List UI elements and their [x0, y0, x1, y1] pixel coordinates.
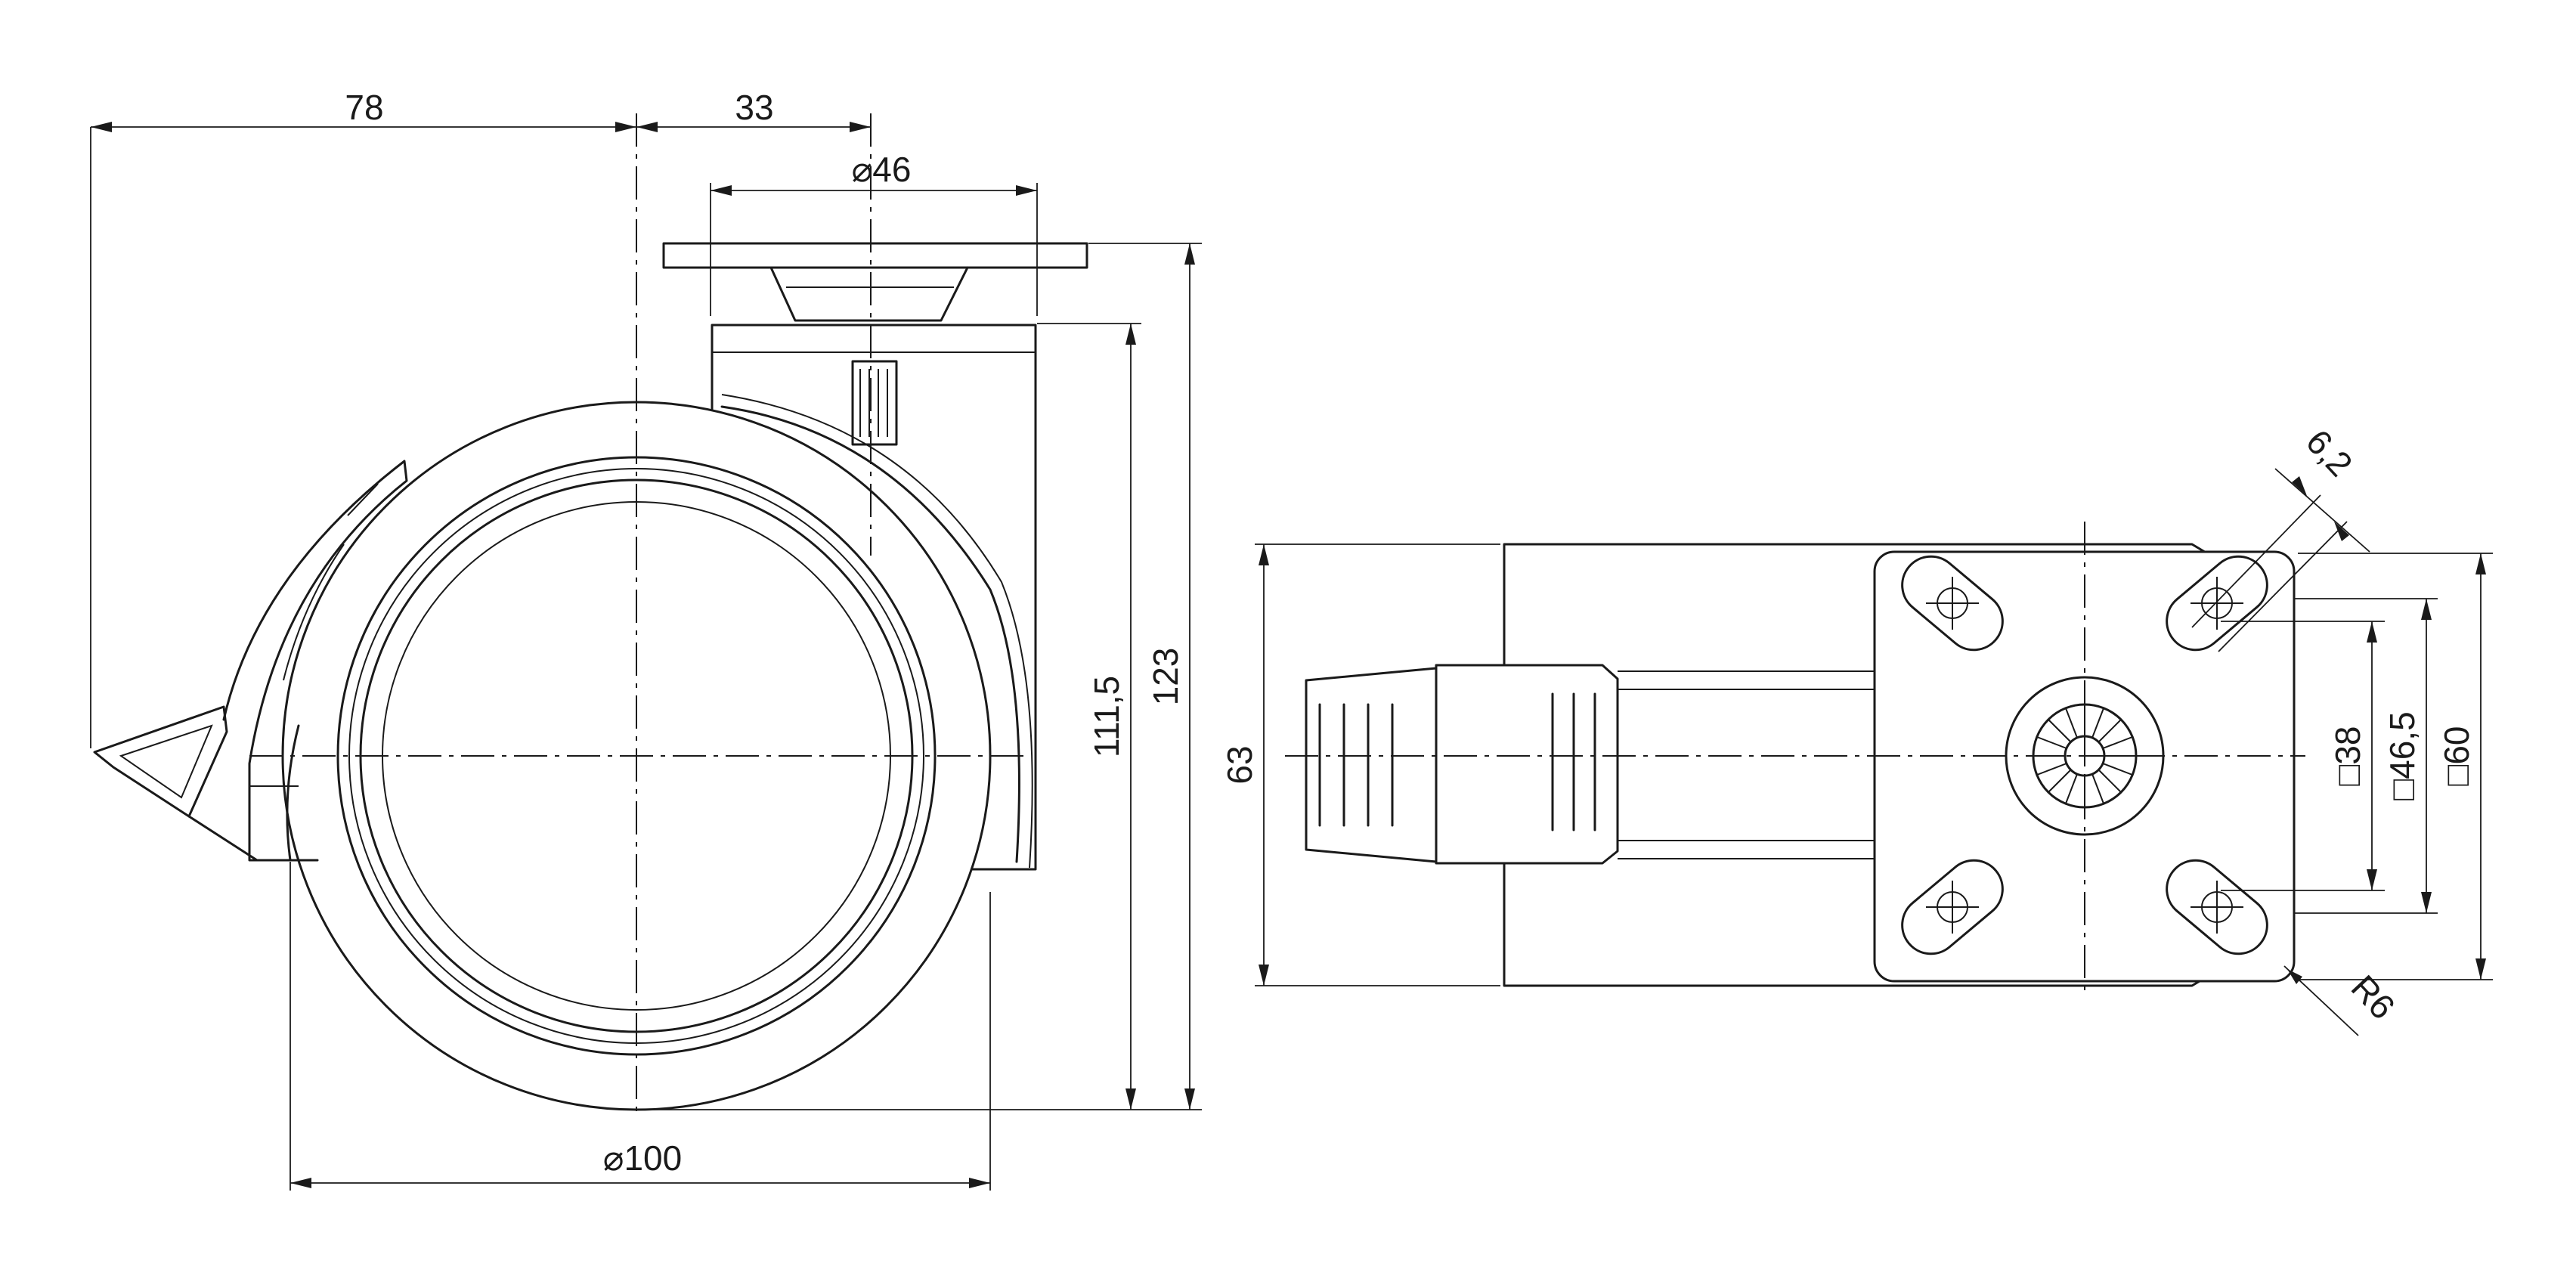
brake-pedal: [93, 705, 228, 818]
bolt-slot-top-left: [1901, 555, 2004, 652]
bolt-slot-bottom-right: [2166, 859, 2268, 955]
dim-square-60-label: □60: [2437, 726, 2476, 786]
dim-111-5-label: 111,5: [1087, 676, 1126, 757]
side-view: 78 33 ⌀46 ⌀100 111,5 123: [90, 88, 1202, 1191]
top-brake-pedal: [1305, 667, 1438, 863]
brake-arm: [222, 460, 408, 862]
dim-r6-label: R6: [2344, 968, 2403, 1027]
brand-plate: [851, 360, 898, 446]
top-brake-lever: [1435, 664, 1619, 865]
dim-123-label: 123: [1146, 648, 1185, 706]
wheel-cover-arc: [720, 405, 1020, 863]
dim-78-label: 78: [345, 88, 383, 127]
dim-diameter-100-label: ⌀100: [603, 1138, 682, 1178]
dim-square-46-5-label: □46,5: [2382, 711, 2422, 800]
dim-63-label: 63: [1220, 745, 1259, 784]
dim-33-label: 33: [735, 88, 773, 127]
dim-diameter-46-label: ⌀46: [852, 150, 912, 189]
side-top-plate: [662, 242, 1088, 269]
dim-square-38-label: □38: [2328, 726, 2367, 786]
side-swivel-bearing: [769, 266, 969, 322]
bolt-slot-top-right: [2166, 555, 2268, 652]
top-view: 63 □38 □46,5 □60 6,2 R6: [1220, 422, 2493, 1036]
dim-6-2-label: 6,2: [2299, 422, 2361, 484]
bolt-slot-bottom-left: [1901, 859, 2004, 955]
